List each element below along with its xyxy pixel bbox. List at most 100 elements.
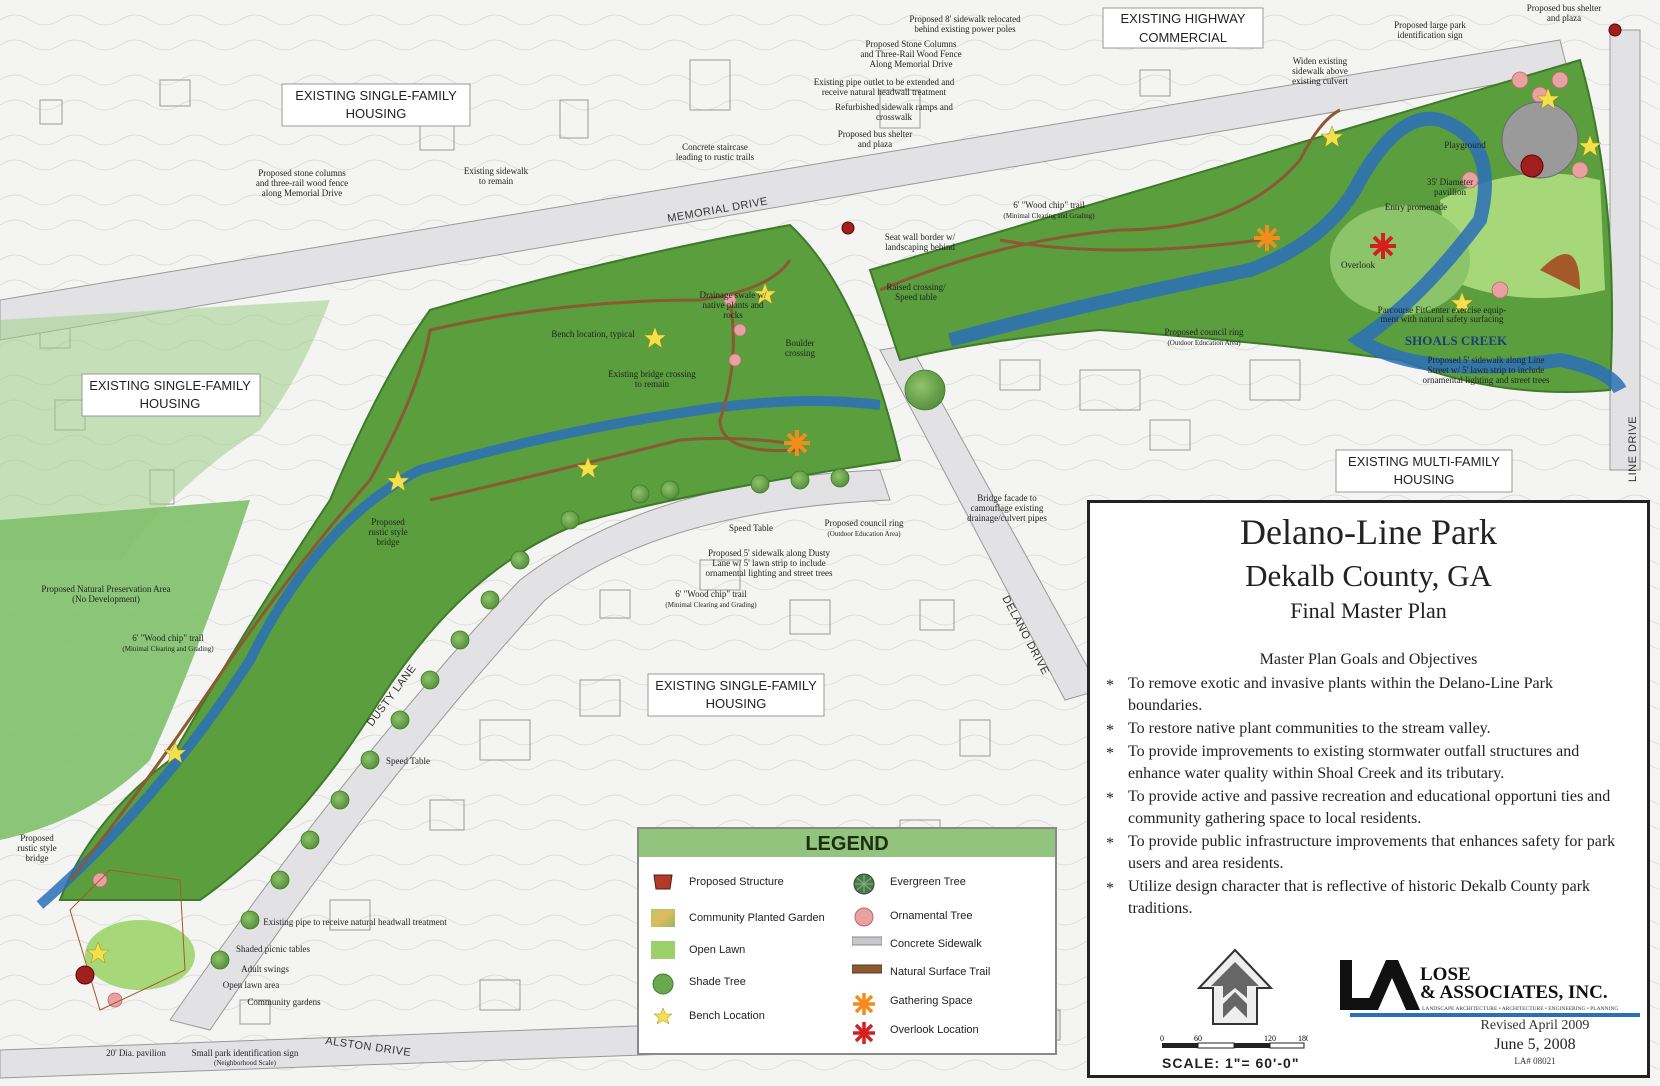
legend-item-sidewalk: Concrete Sidewalk <box>851 935 982 953</box>
bus-shelter-ne <box>1608 23 1622 37</box>
svg-text:Community gardens: Community gardens <box>247 997 321 1007</box>
sidewalk-icon <box>851 935 883 953</box>
legend-item-trail: Natural Surface Trail <box>851 963 990 981</box>
pavilion-35-structure <box>1520 154 1544 178</box>
area-highway-l2: COMMERCIAL <box>1139 30 1227 45</box>
firm-tagline: LANDSCAPE ARCHITECTURE • ARCHITECTURE • … <box>1422 1006 1618 1012</box>
shoals-creek-label: SHOALS CREEK <box>1405 333 1508 348</box>
parcourse-area <box>1540 254 1580 290</box>
line-drive-label: LINE DRIVE <box>1627 416 1639 482</box>
scale-bar: 0 60 120 180 <box>1158 1033 1310 1060</box>
park-woodland-west <box>58 223 902 901</box>
svg-text:Adult swings: Adult swings <box>241 964 289 974</box>
goal-item: To provide improvements to existing stor… <box>1104 741 1624 785</box>
la-number: LA# 08021 <box>1514 1056 1556 1066</box>
goal-item: To provide public infrastructure improve… <box>1104 831 1624 875</box>
firm-logo-a-mark <box>1364 960 1420 1010</box>
area-multifamily-l2: HOUSING <box>1394 472 1455 487</box>
overlook-location-marker <box>1370 233 1396 259</box>
svg-text:Existing pipe to receive natur: Existing pipe to receive natural headwal… <box>263 917 447 927</box>
area-highway-l1: EXISTING HIGHWAY <box>1121 11 1246 26</box>
legend-item-garden: Community Planted Garden <box>651 909 825 927</box>
area-labels: EXISTING SINGLE-FAMILY HOUSING EXISTING … <box>81 7 1513 717</box>
open-lawn-sw <box>85 920 195 990</box>
scale-tick-180: 180 <box>1298 1034 1308 1043</box>
legend-item-ornamental: Ornamental Tree <box>852 907 973 927</box>
firm-name-line1: LOSE <box>1420 964 1471 985</box>
area-multifamily-l1: EXISTING MULTI-FAMILY <box>1348 454 1500 469</box>
pavilion-20-structure <box>75 965 95 985</box>
svg-text:Speed Table: Speed Table <box>386 756 430 766</box>
playground-area <box>1501 101 1579 179</box>
building-footprints <box>39 59 1301 1025</box>
preservation-area-north <box>0 300 330 560</box>
legend-item-open-lawn: Open Lawn <box>651 941 745 959</box>
north-arrow-icon <box>1195 948 1275 1033</box>
proposed-structure-icon <box>651 873 675 891</box>
ornamental-tree-icon <box>852 907 876 927</box>
firm-logo-rule <box>1350 1013 1640 1017</box>
scale-tick-120: 120 <box>1264 1034 1276 1043</box>
svg-text:Entry promenade: Entry promenade <box>1385 202 1447 212</box>
svg-text:Proposed council ring(Outdoor: Proposed council ring(Outdoor Education … <box>825 518 904 538</box>
area-housing-w-l2: HOUSING <box>140 396 201 411</box>
svg-text:6' "Wood chip" trail(Minimal C: 6' "Wood chip" trail(Minimal Clearing an… <box>122 633 214 653</box>
gathering-space-markers <box>784 225 1280 456</box>
area-housing-s-l1: EXISTING SINGLE-FAMILY <box>655 678 817 693</box>
plan-date: June 5, 2008 <box>1494 1036 1576 1053</box>
area-housing-nw-l1: EXISTING SINGLE-FAMILY <box>295 88 457 103</box>
svg-text:Existing pipe outlet to be ext: Existing pipe outlet to be extended andr… <box>814 77 955 97</box>
bench-star-icon <box>651 1007 675 1025</box>
area-housing-nw-l2: HOUSING <box>346 106 407 121</box>
goal-item: To remove exotic and invasive plants wit… <box>1104 673 1624 717</box>
svg-text:Bench location, typical: Bench location, typical <box>551 329 635 339</box>
area-housing-s-l2: HOUSING <box>706 696 767 711</box>
overlook-star-icon <box>852 1021 876 1044</box>
preservation-area <box>0 500 250 840</box>
gathering-star-icon <box>852 992 876 1015</box>
shade-trees <box>210 369 946 970</box>
legend-item-proposed-structure: Proposed Structure <box>651 873 784 891</box>
scale-tick-0: 0 <box>1160 1034 1164 1043</box>
area-housing-w-l1: EXISTING SINGLE-FAMILY <box>89 378 251 393</box>
goal-item: To provide active and passive recreation… <box>1104 786 1624 830</box>
revised-date: Revised April 2009 <box>1480 1018 1590 1033</box>
goals-list: To remove exotic and invasive plants wit… <box>1104 673 1624 921</box>
svg-text:20' Dia. pavilion: 20' Dia. pavilion <box>106 1048 166 1058</box>
title-block-panel: Delano-Line Park Dekalb County, GA Final… <box>1087 500 1650 1078</box>
natural-surface-trails <box>68 108 1341 881</box>
svg-text:Shaded picnic tables: Shaded picnic tables <box>236 944 310 954</box>
line-drive-road <box>1609 29 1641 471</box>
firm-logo: LOSE & ASSOCIATES, INC. LANDSCAPE ARCHIT… <box>1340 958 1640 1023</box>
legend-item-overlook: Overlook Location <box>852 1021 979 1044</box>
garden-icon <box>651 909 675 927</box>
sw-plaza <box>69 869 186 1011</box>
bench-markers <box>86 87 1602 964</box>
evergreen-tree-icon <box>852 873 876 895</box>
legend-item-bench: Bench Location <box>651 1007 765 1025</box>
trail-icon <box>851 963 883 981</box>
svg-text:Small park identification sign: Small park identification sign(Neighborh… <box>192 1048 299 1067</box>
county-title: Dekalb County, GA <box>1245 558 1492 593</box>
scale-text: SCALE: 1"= 60'-0" <box>1162 1055 1300 1071</box>
goal-item: Utilize design character that is reflect… <box>1104 876 1624 920</box>
svg-text:Playground: Playground <box>1444 140 1486 150</box>
legend-item-evergreen: Evergreen Tree <box>852 873 966 895</box>
svg-text:Raised crossing/Speed table: Raised crossing/Speed table <box>886 282 946 302</box>
scale-tick-60: 60 <box>1194 1034 1202 1043</box>
